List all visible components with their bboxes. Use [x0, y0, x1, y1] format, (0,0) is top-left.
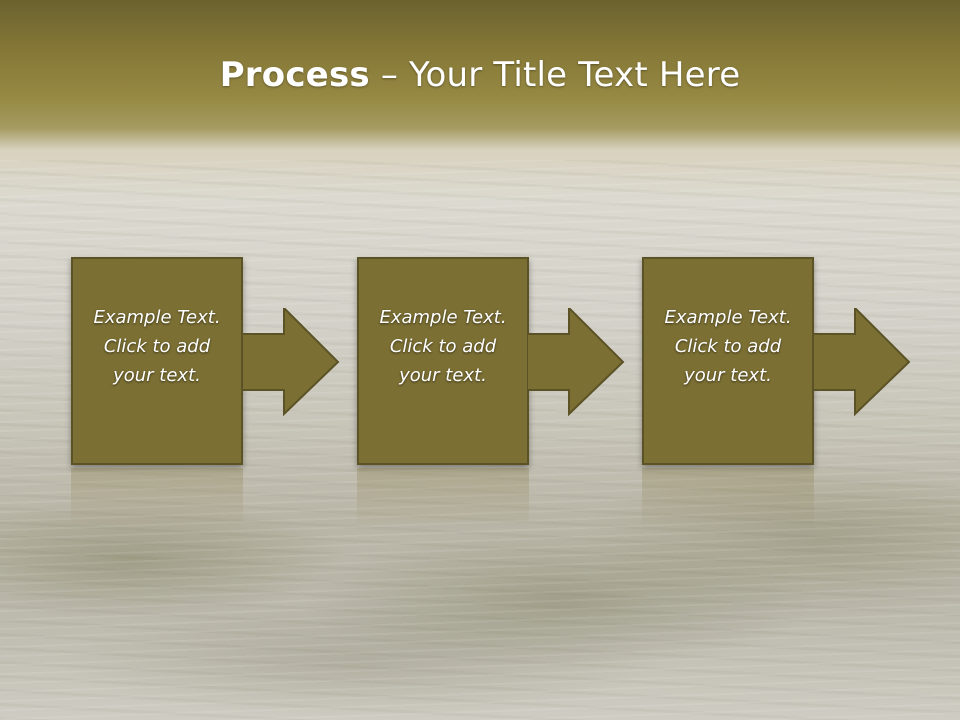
title-rest-part: – Your Title Text Here — [369, 55, 741, 95]
right-arrow-icon — [242, 308, 340, 416]
step-1-line-2: Click to add — [103, 335, 211, 357]
step-2-line-2: Click to add — [389, 335, 497, 357]
title-bold-part: Process — [219, 55, 370, 95]
process-step-3[interactable]: Example Text. Click to add your text. — [642, 257, 814, 465]
step-2-reflection — [357, 468, 529, 528]
step-1-reflection — [71, 468, 243, 528]
step-3-text: Example Text. Click to add your text. — [648, 303, 808, 390]
step-3-line-2: Click to add — [674, 335, 782, 357]
step-1-line-1: Example Text. — [93, 306, 221, 328]
step-3-line-1: Example Text. — [664, 306, 792, 328]
right-arrow-icon — [527, 308, 625, 416]
step-2-line-1: Example Text. — [379, 306, 507, 328]
step-2-text: Example Text. Click to add your text. — [363, 303, 523, 390]
step-3-reflection — [642, 468, 814, 528]
step-1-text: Example Text. Click to add your text. — [77, 303, 237, 390]
step-3-line-3: your text. — [684, 364, 772, 386]
slide-title[interactable]: Process – Your Title Text Here — [0, 52, 960, 98]
step-2-line-3: your text. — [399, 364, 487, 386]
step-1-line-3: your text. — [113, 364, 201, 386]
right-arrow-icon — [813, 308, 911, 416]
process-step-1[interactable]: Example Text. Click to add your text. — [71, 257, 243, 465]
process-step-2[interactable]: Example Text. Click to add your text. — [357, 257, 529, 465]
